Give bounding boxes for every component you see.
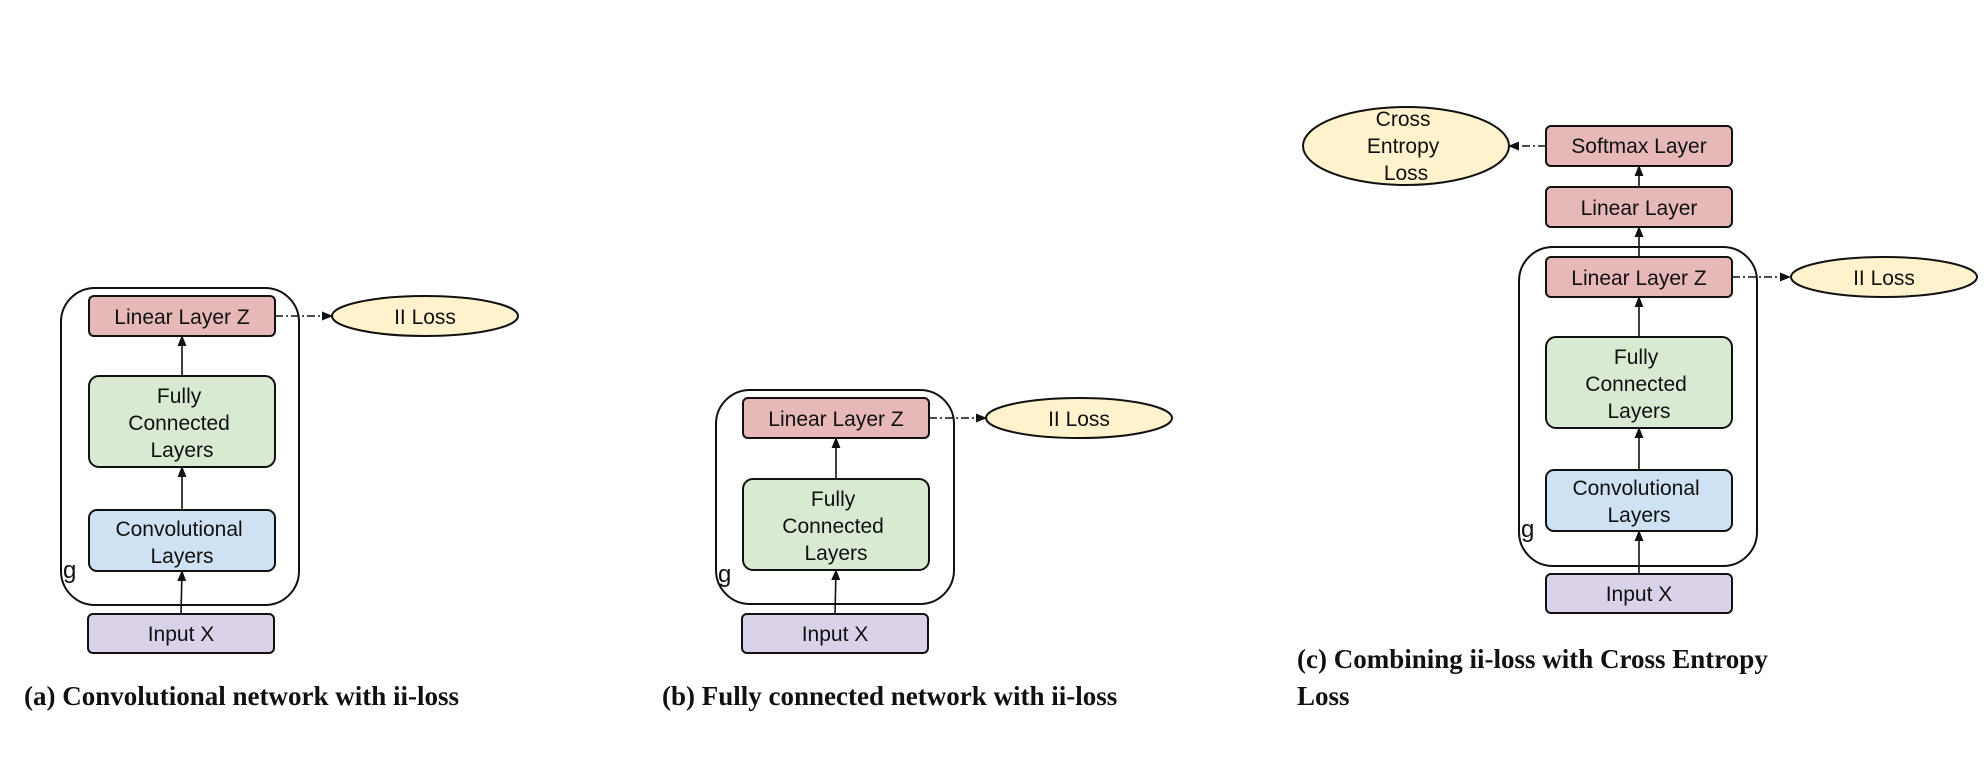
arrow-input-to-fc [831, 568, 841, 615]
caption-b: (b) Fully connected network with ii-loss [662, 681, 1118, 711]
ii-loss-label: II Loss [394, 306, 456, 329]
ii-loss-label: II Loss [1853, 267, 1915, 290]
fully-connected-label: Fully Connected Layers [128, 385, 235, 462]
g-container [60, 287, 300, 606]
arrow-input-to-conv [177, 569, 187, 615]
g-container [1518, 246, 1758, 567]
ii-loss-label: II Loss [1048, 408, 1110, 431]
linear-layer-label: Linear Layer [1581, 197, 1698, 220]
convolutional-label: Convolutional Layers [1572, 477, 1705, 527]
input-x-label: Input X [148, 623, 215, 646]
caption-c: (c) Combining ii-loss with Cross Entropy… [1297, 641, 1768, 715]
panel-b: g Linear Layer Z II Loss Fully Connected… [715, 389, 1173, 654]
caption-a: (a) Convolutional network with ii-loss [24, 681, 460, 711]
caption-c-line-2: Loss [1297, 681, 1350, 711]
g-label: g [63, 557, 76, 584]
linear-layer-z-label: Linear Layer Z [1571, 267, 1707, 290]
caption-c-line-1: (c) Combining ii-loss with Cross Entropy [1297, 644, 1768, 674]
g-label: g [718, 561, 731, 588]
cross-entropy-loss-label: Cross Entropy Loss [1367, 108, 1445, 185]
panel-c: Cross Entropy Loss Softmax Layer Linear … [1302, 106, 1978, 614]
fully-connected-label: Fully Connected Layers [782, 488, 889, 565]
softmax-layer-label: Softmax Layer [1571, 135, 1706, 158]
convolutional-label: Convolutional Layers [115, 518, 248, 568]
linear-layer-z-label: Linear Layer Z [768, 408, 904, 431]
linear-layer-z-label: Linear Layer Z [114, 306, 250, 329]
fully-connected-label: Fully Connected Layers [1585, 346, 1692, 423]
input-x-label: Input X [1606, 583, 1673, 606]
input-x-label: Input X [802, 623, 869, 646]
panel-a: g Linear Layer Z II Loss Fully Connected… [60, 287, 519, 654]
g-label: g [1521, 516, 1534, 543]
